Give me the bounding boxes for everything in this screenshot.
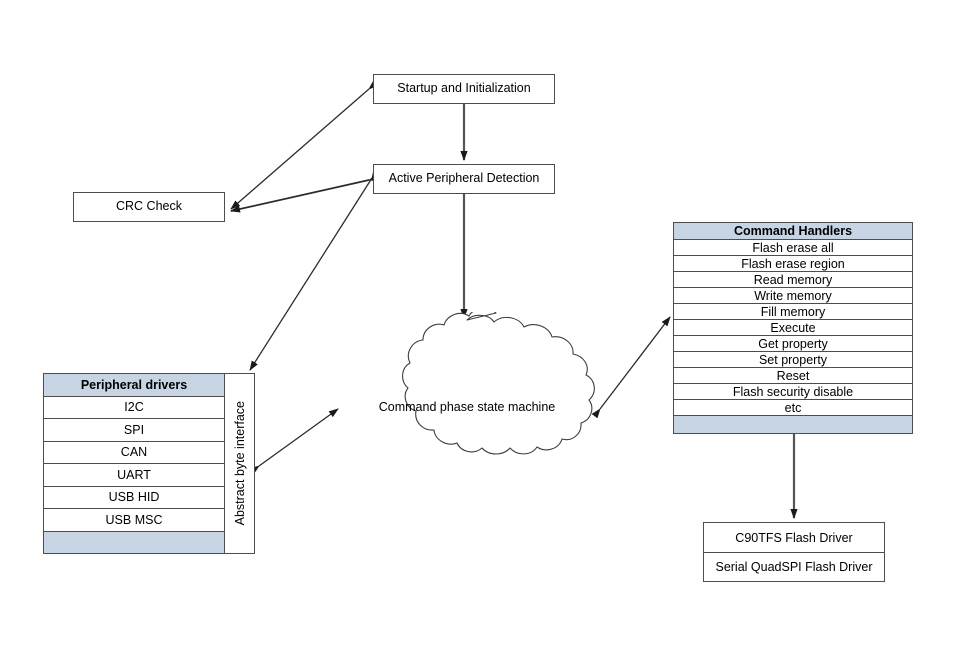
peripheral-driver-row[interactable]: UART bbox=[44, 464, 224, 487]
command-handler-row[interactable]: etc bbox=[674, 400, 912, 416]
connector-startup-to-crc bbox=[230, 80, 379, 210]
peripheral-drivers-footer bbox=[44, 531, 224, 553]
command-handlers-header: Command Handlers bbox=[674, 223, 912, 240]
node-startup-and-initialization[interactable]: Startup and Initialization bbox=[373, 74, 555, 104]
command-handler-row[interactable]: Flash security disable bbox=[674, 384, 912, 400]
command-handler-row[interactable]: Write memory bbox=[674, 288, 912, 304]
node-crc-check[interactable]: CRC Check bbox=[73, 192, 225, 222]
command-handler-row[interactable]: Fill memory bbox=[674, 304, 912, 320]
peripheral-driver-row[interactable]: USB MSC bbox=[44, 509, 224, 532]
peripheral-drivers-group: Peripheral drivers I2C SPI CAN UART USB … bbox=[43, 373, 255, 554]
command-handler-row[interactable]: Reset bbox=[674, 368, 912, 384]
peripheral-driver-row[interactable]: I2C bbox=[44, 396, 224, 419]
peripheral-driver-row[interactable]: USB HID bbox=[44, 486, 224, 509]
command-handlers-footer bbox=[674, 416, 912, 433]
command-phase-cloud bbox=[402, 312, 595, 455]
command-handler-row[interactable]: Get property bbox=[674, 336, 912, 352]
flash-driver-row[interactable]: Serial QuadSPI Flash Driver bbox=[704, 552, 884, 581]
flash-drivers-stack: C90TFS Flash Driver Serial QuadSPI Flash… bbox=[703, 522, 885, 582]
command-handler-row[interactable]: Read memory bbox=[674, 272, 912, 288]
command-handler-row[interactable]: Flash erase region bbox=[674, 256, 912, 272]
command-handler-row[interactable]: Set property bbox=[674, 352, 912, 368]
cloud-label: Command phase state machine bbox=[378, 400, 556, 414]
peripheral-drivers-header: Peripheral drivers bbox=[44, 374, 224, 397]
command-handler-row[interactable]: Flash erase all bbox=[674, 240, 912, 256]
node-active-peripheral-detection[interactable]: Active Peripheral Detection bbox=[373, 164, 555, 194]
abstract-byte-interface-column: Abstract byte interface bbox=[225, 374, 254, 553]
flash-driver-row[interactable]: C90TFS Flash Driver bbox=[704, 523, 884, 552]
abstract-byte-interface-label: Abstract byte interface bbox=[232, 401, 247, 526]
command-handler-row[interactable]: Execute bbox=[674, 320, 912, 336]
peripheral-drivers-table: Peripheral drivers I2C SPI CAN UART USB … bbox=[44, 374, 225, 553]
peripheral-driver-row[interactable]: CAN bbox=[44, 441, 224, 464]
connector-apd-to-crc bbox=[230, 174, 379, 213]
command-handlers-table: Command Handlers Flash erase all Flash e… bbox=[673, 222, 913, 434]
peripheral-driver-row[interactable]: SPI bbox=[44, 419, 224, 442]
connector-cloud-to-command-handlers bbox=[591, 316, 671, 419]
